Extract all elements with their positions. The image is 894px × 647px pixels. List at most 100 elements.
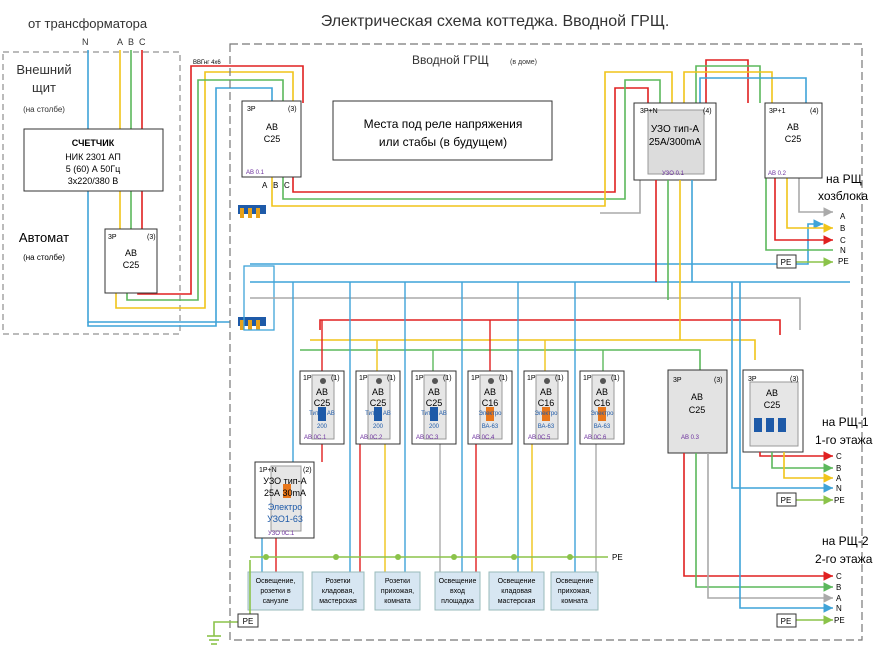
outer-panel-sub: (на столбе) [23,105,65,114]
ab02-rating: С25 [785,134,802,144]
single-breaker-brand2: 200 [429,424,440,430]
single-breaker-brand: Электро [590,411,614,417]
rcd-small-lever [283,484,291,498]
single-breaker-rating: С16 [482,398,499,408]
main-panel-frame [229,43,863,641]
consumer-label: площадка [441,598,474,605]
output-1-pe-box-label: PE [781,258,792,267]
outer-breaker-label: Автомат [19,230,69,245]
single-breaker-count: (1) [611,375,620,382]
rsch1-lever-2 [766,418,774,432]
ab01-phase-b: B [273,181,278,190]
single-breaker-id: АВ 0С.1 [304,435,327,441]
single-breaker-screw [544,378,550,384]
ab02-type: АВ [787,122,799,132]
ab03-count: (3) [714,377,723,384]
single-breaker-rating: С25 [314,398,331,408]
consumers-group: Освещение,розетки всанузлеРозеткикладова… [247,571,599,611]
rsch1-lever-3 [778,418,786,432]
single-breaker-poles: 1Р [471,375,480,382]
ab01-id: АВ 0.1 [246,170,265,176]
single-breaker-type: АВ [428,387,440,397]
ab02-id: АВ 0.2 [768,171,787,177]
single-breaker-type: АВ [372,387,384,397]
consumer-label: мастерская [498,598,536,605]
consumer-box-frame [374,571,421,611]
output-2-line-n: N [836,484,842,493]
outer-breaker-rating: С25 [123,260,140,270]
output-2-pe-box [776,492,797,507]
rcd-main-type: УЗО тип-А [651,124,700,135]
ab03-rating: С25 [689,405,706,415]
single-breaker-rating: С16 [594,398,611,408]
output-2-title2: 1-го этажа [815,433,873,447]
output-1-line-b: B [840,224,845,233]
rcd-small-rating: 25А 30mA [264,488,306,498]
single-breaker-screw [376,378,382,384]
single-breaker-count: (1) [443,375,452,382]
consumer-label: прихожая, [381,588,414,595]
pe-bus [250,554,608,560]
single-breaker-id: АВ 0С.3 [416,435,439,441]
rcd-small-poles: 1Р+N [259,467,277,474]
output-2-wires [731,282,833,505]
consumer-label: Освещение, [256,578,296,585]
meter-line2: 5 (60) А 50Гц [66,164,121,174]
ground-pe-label: PE [243,617,254,626]
input-label-c: C [139,37,146,47]
terminal-block-2 [238,317,266,330]
single-breaker-brand: Титан АВ [421,411,447,417]
rcd-main-poles: 3Р+N [640,108,658,115]
outer-breaker-type: АВ [125,248,137,258]
note-line2: или стабы (в будущем) [379,135,507,149]
note-box [332,100,553,161]
output-1-line-c: C [840,236,846,245]
rsch1-type: АВ [766,388,778,398]
breaker-output-wires [261,444,597,572]
single-breaker-brand: Титан АВ [309,411,335,417]
output-2-title1: на РЩ-1 [822,415,869,429]
single-breaker-type: АВ [540,387,552,397]
single-breaker-rating: С25 [370,398,387,408]
output-2-line-a: A [836,474,842,483]
consumer-label: Освещение [439,578,477,585]
single-breaker-id: АВ 0С.6 [584,435,607,441]
consumer-label: комната [561,598,588,605]
single-breaker-brand: Электро [478,411,502,417]
note-line1: Места под реле напряжения [364,117,523,131]
output-2-pe-box-label: PE [781,496,792,505]
single-breaker-screw [320,378,326,384]
single-breaker-count: (1) [499,375,508,382]
breaker-rsch1-body [749,381,799,447]
terminal-block-1 [238,205,266,218]
rsch1-lever-1 [754,418,762,432]
output-3-line-b: B [836,583,841,592]
rcd-main-rating: 25А/300mA [649,137,702,148]
single-breaker-count: (1) [555,375,564,382]
single-breaker-screw [488,378,494,384]
single-breaker-brand2: 200 [317,424,328,430]
ab01-phase-a: A [262,181,268,190]
diagram-title: Электрическая схема коттеджа. Вводной ГР… [321,13,670,30]
single-breaker-type: АВ [484,387,496,397]
ab03-type: АВ [691,392,703,402]
output-3-line-c: C [836,572,842,581]
output-1-title1: на РЩ [826,172,862,186]
outer-breaker-sub: (на столбе) [23,253,65,262]
single-breaker-poles: 1Р [359,375,368,382]
single-breaker-id: АВ 0С.5 [528,435,551,441]
single-breaker-rating: С16 [538,398,555,408]
output-1-line-a: A [840,212,846,221]
output-2-line-pe: PE [834,496,845,505]
consumer-box-frame [434,571,481,611]
output-3-title2: 2-го этажа [815,552,873,566]
outer-breaker-poles: 3Р [108,234,117,241]
